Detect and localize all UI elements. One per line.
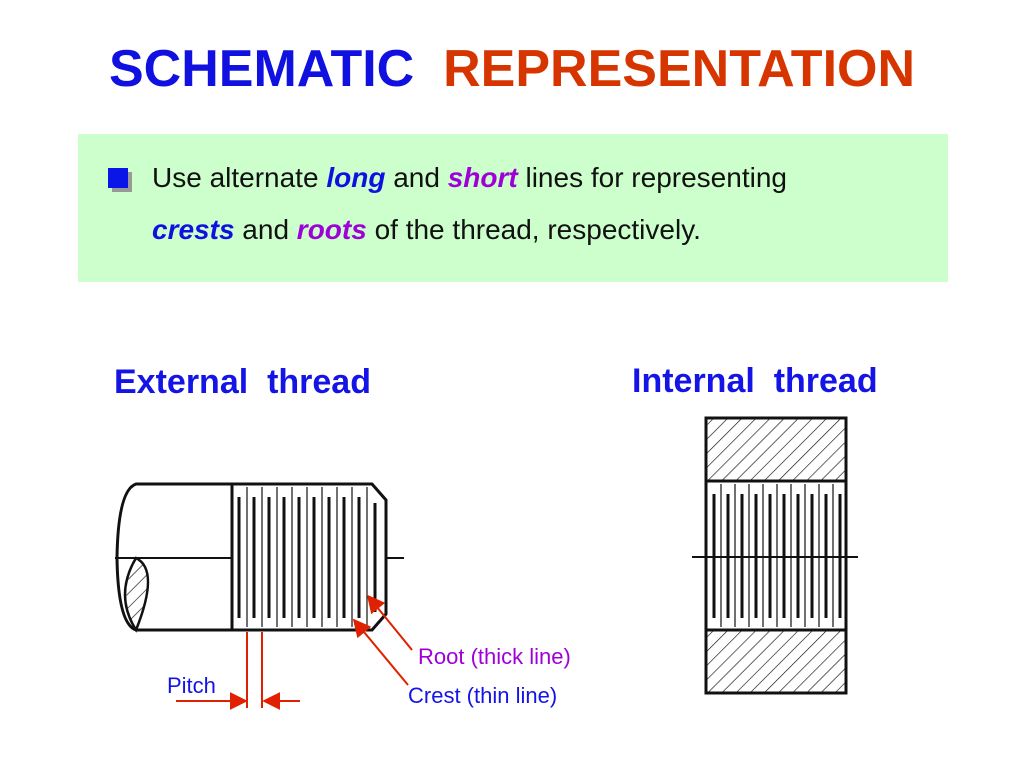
- note-text: and: [234, 214, 297, 245]
- title-word-representation: REPRESENTATION: [443, 40, 916, 98]
- note-text: lines for representing: [517, 162, 787, 193]
- note-text: and: [385, 162, 448, 193]
- bullet-square-icon: [108, 168, 132, 192]
- note-line-1: Use alternate long and short lines for r…: [152, 160, 787, 196]
- keyword-short: short: [447, 162, 518, 193]
- root-leader: [366, 594, 413, 651]
- page-title: SCHEMATIC REPRESENTATION: [0, 34, 1024, 104]
- bolt-shank: [115, 482, 232, 632]
- nut-top-section: [704, 416, 848, 483]
- keyword-crests: crests: [152, 214, 235, 245]
- root-label: Root (thick line): [418, 644, 571, 669]
- external-thread-heading: External thread: [114, 363, 371, 401]
- title-word-schematic: SCHEMATIC: [108, 40, 415, 98]
- keyword-roots: roots: [296, 214, 367, 245]
- note-text: Use alternate: [152, 162, 327, 193]
- external-thread-drawing: [115, 482, 413, 710]
- note-box: [78, 134, 948, 282]
- crest-leader: [352, 618, 409, 686]
- keyword-long: long: [326, 162, 386, 193]
- internal-thread-heading: Internal thread: [632, 362, 878, 400]
- note-text: of the thread, respectively.: [366, 214, 701, 245]
- note-line-2: crests and roots of the thread, respecti…: [152, 212, 701, 248]
- external-root-lines: [237, 497, 377, 618]
- internal-thread-drawing: [692, 416, 858, 695]
- external-crest-lines: [246, 487, 368, 627]
- internal-crest-lines: [720, 484, 834, 627]
- internal-root-lines: [712, 494, 842, 618]
- pitch-label: Pitch: [167, 673, 216, 698]
- break-section: [123, 556, 150, 633]
- nut-bottom-section: [704, 628, 848, 695]
- crest-label: Crest (thin line): [408, 683, 558, 708]
